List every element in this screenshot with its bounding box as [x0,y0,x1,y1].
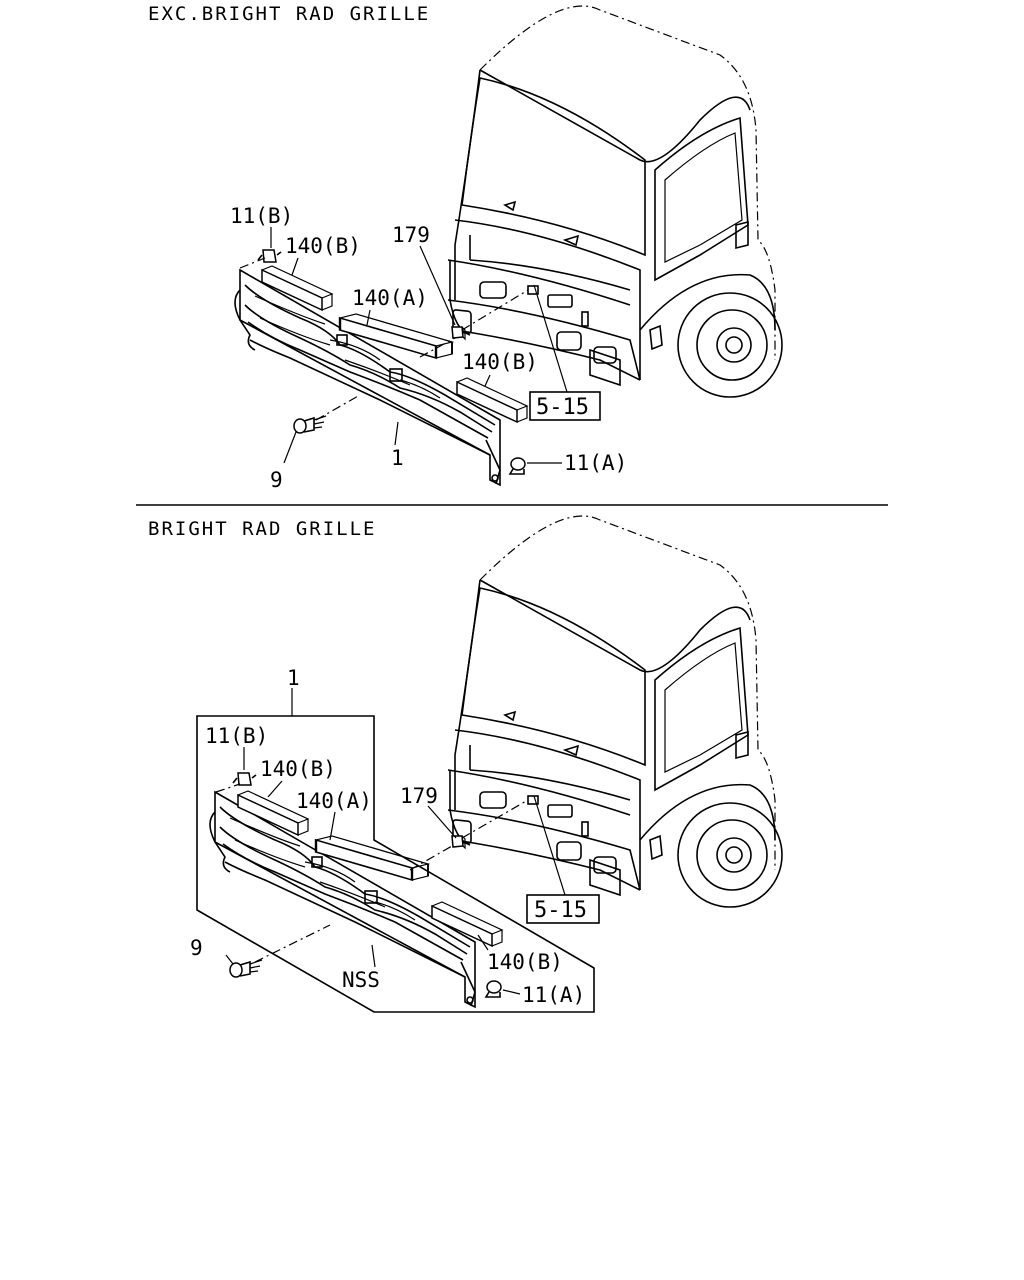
fastener-a-icon [509,457,526,475]
callout-fastener-a: 11(A) [564,451,627,475]
callout-molding-b-right: 140(B) [462,350,538,374]
fastener-b-icon [232,772,257,786]
fastener-b-icon [257,249,282,263]
screw-icon [229,959,263,978]
callout-nss: NSS [342,968,380,992]
callout-clip: 179 [400,784,438,808]
section-exc-bright-rad-grille: EXC.BRIGHT RAD GRILLE 11(B) 140(B) [148,3,783,492]
section-title: EXC.BRIGHT RAD GRILLE [148,3,430,25]
callout-clip: 179 [392,223,430,247]
assembly-bracket [196,715,595,1013]
section-bright-rad-grille: BRIGHT RAD GRILLE 1 11( [148,515,783,1013]
screw-icon [293,415,327,434]
callout-grille: 1 [391,446,404,470]
callout-molding-b-left: 140(B) [260,757,336,781]
reference-box: 5-15 [529,391,601,421]
callout-fastener-a: 11(A) [522,983,585,1007]
callout-screw: 9 [270,468,283,492]
reference-box: 5-15 [526,894,600,924]
callout-screw: 9 [190,936,203,960]
callout-molding-b-right: 140(B) [487,950,563,974]
callout-molding-a: 140(A) [296,789,372,813]
truck-cab-illustration [447,5,783,398]
callout-molding-b-left: 140(B) [285,234,361,258]
callout-molding-a: 140(A) [352,286,428,310]
reference-label: 5-15 [536,395,589,420]
reference-label: 5-15 [534,898,587,923]
section-title: BRIGHT RAD GRILLE [148,518,376,540]
callout-fastener-b: 11(B) [205,724,268,748]
fastener-a-icon [485,980,502,998]
callout-assembly: 1 [287,666,300,690]
callout-fastener-b: 11(B) [230,204,293,228]
truck-cab-illustration [447,515,783,908]
